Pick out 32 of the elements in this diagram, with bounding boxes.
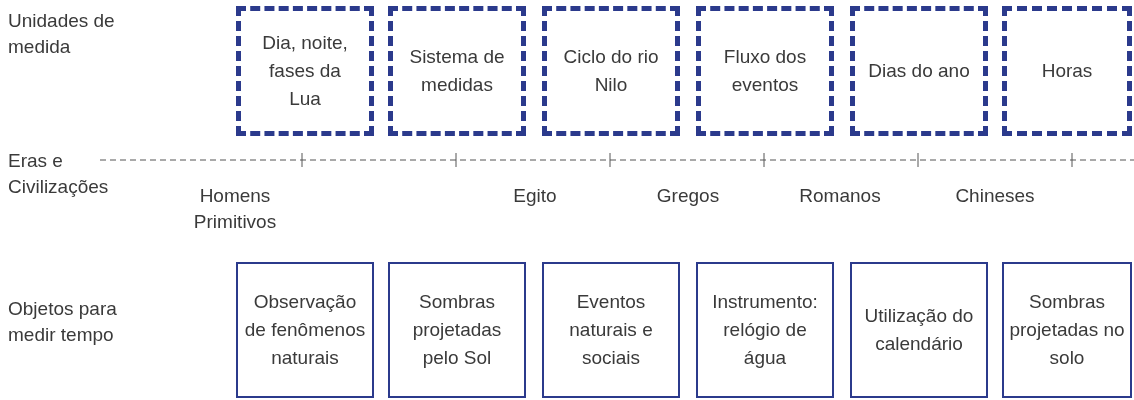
box-text: Sistema de medidas [408,45,506,97]
dashed-box [850,6,988,136]
box-text: Horas [1041,59,1093,83]
box-text: Observação de fenômenos naturais [243,290,367,370]
box-text: Sombras projetadas pelo Sol [411,290,503,370]
era-label: Egito [512,184,558,208]
process-box [236,262,374,398]
box-text: Dias do ano [868,59,970,83]
dashed-box [696,6,834,136]
process-box [696,262,834,398]
era-label: Gregos [655,184,721,208]
box-text: Dia, noite, fases da Lua [261,31,349,111]
box-text: Ciclo do rio Nilo [562,45,660,97]
process-box [850,262,988,398]
row-label: Objetos para medir tempo [8,297,118,347]
process-box [1002,262,1132,398]
box-text: Sombras projetadas no solo [1008,290,1126,370]
process-box [542,262,680,398]
era-label: Chineses [954,184,1036,208]
box-text: Instrumento: relógio de água [711,290,819,370]
era-label: Romanos [798,184,882,208]
era-label: Homens Primitivos [192,184,278,234]
row-label: Unidades de medida [8,9,116,59]
dashed-box [1002,6,1132,136]
process-box [388,262,526,398]
dashed-box [236,6,374,136]
box-text: Eventos naturais e sociais [568,290,654,370]
dashed-box [388,6,526,136]
row-label: Eras e Civilizações [8,149,110,199]
box-text: Fluxo dos eventos [722,45,808,97]
dashed-box [542,6,680,136]
box-text: Utilização do calendário [863,304,975,356]
